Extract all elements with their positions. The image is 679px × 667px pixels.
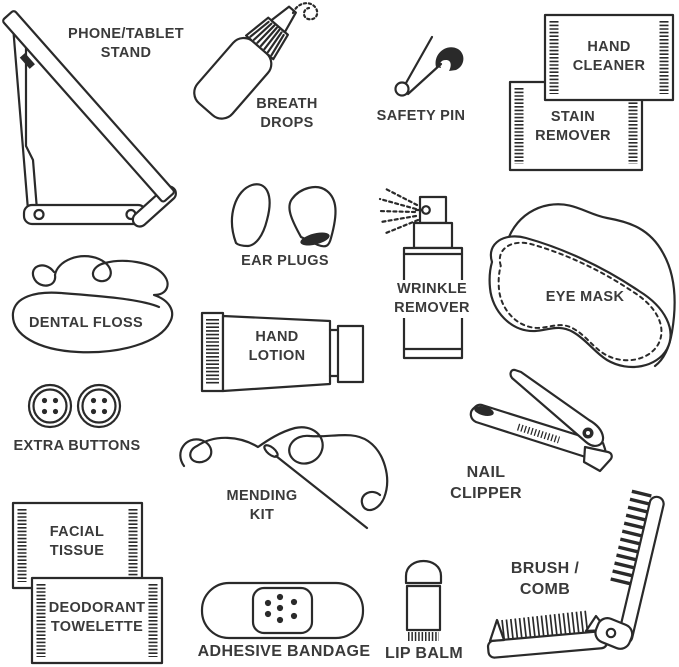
adhesive-bandage-icon: [200, 581, 365, 640]
label-adhesive-bandage: ADHESIVE BANDAGE: [197, 643, 371, 660]
label-wrinkle-remover: WRINKLE REMOVER: [389, 280, 475, 319]
label-lip-balm: LIP BALM: [384, 645, 464, 662]
breath-drops-icon: [193, 2, 319, 120]
label-deodorant-towelette: DEODORANT TOWELETTE: [48, 600, 146, 636]
facial-tissue-icon: [11, 501, 144, 590]
label-hand-lotion: HAND LOTION: [248, 329, 306, 365]
phone-tablet-stand-icon: [2, 10, 177, 228]
dental-floss-icon: [11, 255, 174, 354]
extra-buttons-icon: [27, 383, 122, 429]
brush-comb-icon: [486, 489, 665, 659]
eye-mask-icon: [488, 203, 676, 369]
mending-kit-icon: [179, 426, 389, 530]
nail-clipper-icon: [469, 368, 613, 473]
label-safety-pin: SAFETY PIN: [376, 108, 466, 124]
label-mending-kit: MENDING KIT: [226, 488, 298, 524]
deodorant-towelette-icon: [30, 576, 164, 665]
label-extra-buttons: EXTRA BUTTONS: [13, 438, 141, 454]
hand-lotion-icon: [200, 311, 365, 393]
label-brush-comb: BRUSH / COMB: [510, 560, 580, 599]
label-stain-remover: STAIN REMOVER: [535, 109, 611, 145]
label-phone-tablet-stand: PHONE/TABLET STAND: [68, 26, 184, 62]
hand-cleaner-icon: [543, 13, 675, 102]
wrinkle-remover-icon: [376, 186, 464, 360]
label-nail-clipper: NAIL CLIPPER: [450, 464, 522, 503]
label-dental-floss: DENTAL FLOSS: [28, 315, 144, 331]
ear-plugs-icon: [231, 183, 337, 248]
label-ear-plugs: EAR PLUGS: [241, 253, 329, 269]
lip-balm-icon: [404, 560, 443, 641]
label-hand-cleaner: HAND CLEANER: [572, 39, 646, 75]
label-facial-tissue: FACIAL TISSUE: [49, 524, 105, 560]
label-breath-drops: BREATH DROPS: [256, 96, 318, 132]
label-eye-mask: EYE MASK: [545, 289, 625, 305]
safety-pin-icon: [394, 35, 464, 97]
